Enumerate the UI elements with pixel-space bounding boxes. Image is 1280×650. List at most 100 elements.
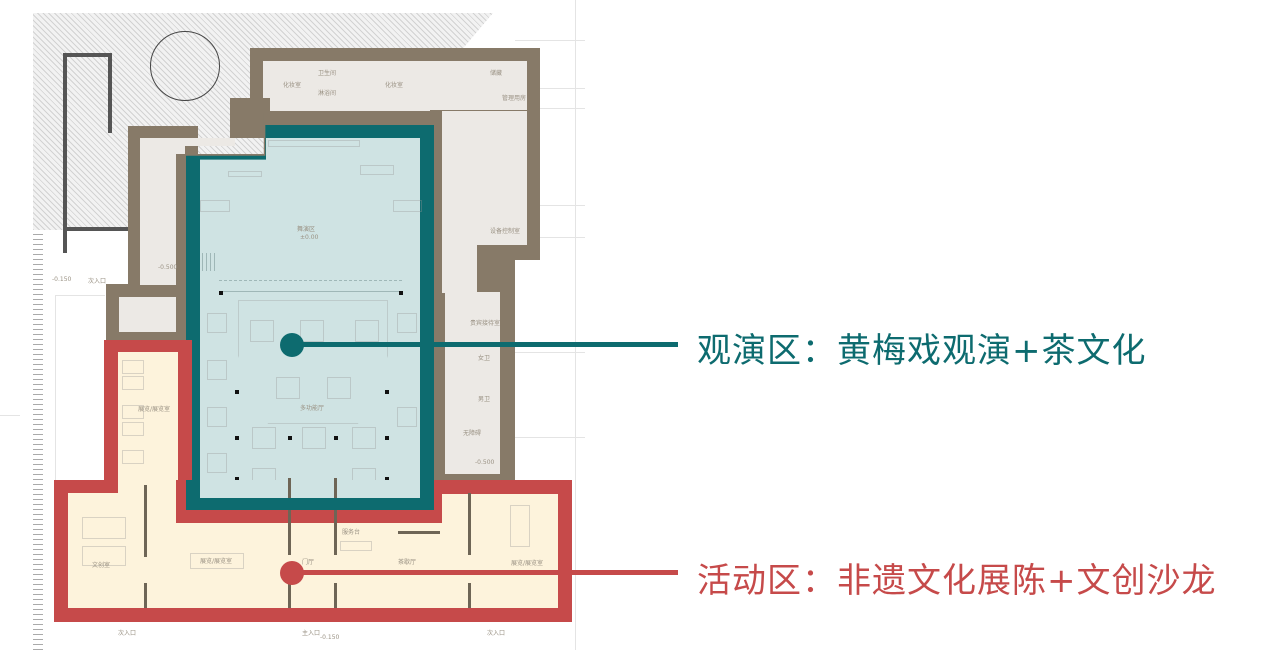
table xyxy=(300,320,324,342)
room-right-lobby xyxy=(442,245,477,293)
site-gridline xyxy=(0,415,20,416)
site-gridline xyxy=(55,295,105,296)
site-gridline xyxy=(515,205,585,206)
label-level-a: -0.500 xyxy=(158,264,178,271)
table xyxy=(207,453,227,473)
label-lobby: 门厅 xyxy=(302,559,315,566)
left-rail xyxy=(63,53,67,253)
partition xyxy=(468,493,471,555)
left-rail-right xyxy=(108,53,112,133)
partition xyxy=(288,510,291,555)
label-wc-male: 男卫 xyxy=(478,396,491,403)
label-wc-access: 无障碍 xyxy=(463,430,482,437)
site-gridline xyxy=(515,352,585,353)
left-rail-top xyxy=(63,53,111,57)
label-bottom-right-room: 展览/展览室 xyxy=(511,560,544,567)
table xyxy=(250,320,274,342)
partition xyxy=(334,510,337,555)
label-level-c: -0.150 xyxy=(320,634,340,641)
label-side-entry-1: 次入口 xyxy=(118,630,137,637)
site-gridline xyxy=(515,237,585,238)
table xyxy=(355,320,379,342)
column xyxy=(385,390,389,394)
partition xyxy=(334,583,337,608)
site-gridline xyxy=(515,40,585,41)
left-display xyxy=(122,450,144,464)
display-table xyxy=(82,546,126,566)
stage-stair xyxy=(202,253,218,271)
label-top-store: 储藏 xyxy=(490,70,503,77)
stage-bar xyxy=(200,200,230,212)
label-top-wc-1: 卫生间 xyxy=(318,70,337,77)
stage-bar xyxy=(228,171,262,177)
partition xyxy=(468,583,471,608)
column xyxy=(219,291,223,295)
site-gridline xyxy=(515,437,585,438)
meeting-table xyxy=(510,505,530,547)
structure-notch xyxy=(230,98,270,138)
label-stage-level: ±0.00 xyxy=(300,234,319,241)
table xyxy=(207,360,227,380)
performance-callout-label: 观演区：黄梅戏观演+茶文化 xyxy=(697,331,1147,371)
table xyxy=(207,407,227,427)
stage-bar xyxy=(268,140,360,147)
stage-edge xyxy=(219,280,402,281)
column xyxy=(235,436,239,440)
table xyxy=(207,313,227,333)
left-display xyxy=(122,360,144,374)
activity-zone-fill-left xyxy=(118,352,178,497)
left-display xyxy=(122,376,144,390)
label-level-left: -0.150 xyxy=(52,276,72,283)
room-left-lower xyxy=(119,297,179,332)
room-top-wing xyxy=(263,61,527,111)
activity-callout-label: 活动区：非遗文化展陈+文创沙龙 xyxy=(697,561,1217,601)
label-wc-female: 女卫 xyxy=(478,355,491,362)
partition xyxy=(288,583,291,608)
stage-bar xyxy=(360,165,394,175)
table xyxy=(397,407,417,427)
label-bottom-mid-room: 展览/展览室 xyxy=(200,558,233,565)
label-level-b: -0.500 xyxy=(475,459,495,466)
stair-wall xyxy=(398,531,440,534)
left-display xyxy=(122,422,144,436)
label-side-entry-3: 次入口 xyxy=(88,278,107,285)
partition xyxy=(144,485,147,557)
left-stair xyxy=(33,232,43,650)
label-stage: 舞演区 xyxy=(297,226,316,233)
activity-zone-border-right xyxy=(434,480,572,494)
left-rail-bottom xyxy=(67,227,132,231)
label-right-room-1: 贵宾接待室 xyxy=(470,320,501,327)
label-left-gallery: 展览/展览室 xyxy=(138,406,171,413)
partition xyxy=(334,478,337,498)
label-side-entry-2: 次入口 xyxy=(487,630,506,637)
label-entry: 主入口 xyxy=(302,630,321,637)
column xyxy=(385,477,389,481)
table xyxy=(252,427,276,449)
column xyxy=(399,291,403,295)
room-right-wing xyxy=(442,111,527,245)
table xyxy=(397,313,417,333)
left-display xyxy=(122,405,144,419)
site-gridline xyxy=(575,0,576,650)
stage-bar xyxy=(393,200,422,212)
courtyard-circle xyxy=(150,31,220,101)
label-top-room-2: 化妆室 xyxy=(385,82,404,89)
activity-zone-fill-joint xyxy=(118,480,178,495)
site-gridline xyxy=(515,88,585,89)
display-table xyxy=(190,553,244,569)
column xyxy=(385,436,389,440)
site-gridline xyxy=(515,108,585,109)
site-gridline xyxy=(55,295,56,480)
room-right-lower xyxy=(445,292,500,474)
stage-front xyxy=(219,291,402,292)
label-hall: 多功能厅 xyxy=(300,405,325,412)
floor-plan: 舞演区 ±0.00 多功能厅 xyxy=(0,0,600,650)
column xyxy=(235,477,239,481)
table xyxy=(327,377,351,399)
performance-zone-fill-bottom xyxy=(200,480,420,498)
label-right-room-2: 设备控制室 xyxy=(490,228,521,235)
display-table xyxy=(82,517,126,539)
label-bottom-right-mid: 茶歇厅 xyxy=(398,559,417,566)
table xyxy=(276,377,300,399)
label-top-room-1: 化妆室 xyxy=(283,82,302,89)
